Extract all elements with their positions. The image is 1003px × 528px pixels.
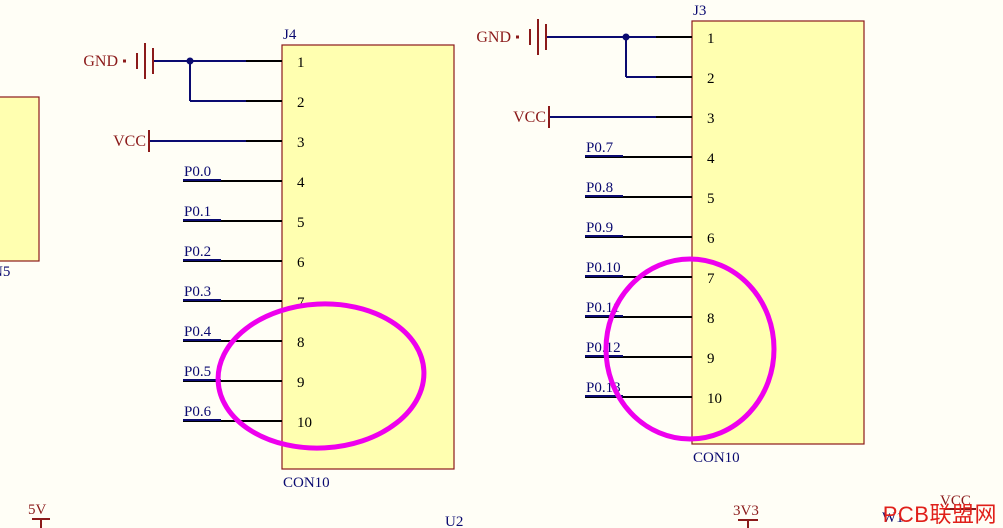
pin-number: 3 bbox=[707, 111, 715, 127]
pin-number: 9 bbox=[297, 375, 305, 391]
partial-connector-left bbox=[0, 96, 40, 262]
gnd-symbol-dot bbox=[123, 59, 126, 63]
label-vcc-bottom: VCC bbox=[940, 493, 971, 509]
vcc-symbol-label: VCC bbox=[113, 133, 146, 150]
net-label: P0.7 bbox=[586, 140, 614, 156]
pin-number: 1 bbox=[707, 31, 715, 47]
pin-number: 8 bbox=[707, 311, 715, 327]
net-label: P0.4 bbox=[184, 324, 212, 340]
gnd-symbol-label: GND bbox=[83, 53, 118, 70]
connector-j3: J3CON1012345678910P0.7P0.8P0.9P0.10P0.11… bbox=[585, 3, 865, 466]
pin-number: 2 bbox=[707, 71, 715, 87]
pin-number: 6 bbox=[707, 231, 715, 247]
net-label: P0.0 bbox=[184, 164, 211, 180]
net-label: P0.8 bbox=[586, 180, 613, 196]
label-w1: W1 bbox=[882, 510, 904, 526]
connector-designator: J4 bbox=[283, 27, 297, 43]
connector-designator: J3 bbox=[693, 3, 706, 19]
connector-part-name: CON10 bbox=[693, 450, 740, 466]
watermark-text: PCB联盟网 bbox=[882, 502, 997, 527]
pin-number: 4 bbox=[297, 175, 305, 191]
pin-number: 2 bbox=[297, 95, 305, 111]
gnd-symbol-label: GND bbox=[476, 29, 511, 46]
highlight-circle bbox=[603, 256, 777, 442]
pin-number: 10 bbox=[297, 415, 312, 431]
pin-number: 8 bbox=[297, 335, 305, 351]
net-label: P0.1 bbox=[184, 204, 211, 220]
net-label: P0.10 bbox=[586, 260, 621, 276]
gnd-symbol-dot bbox=[516, 35, 519, 39]
pin-number: 7 bbox=[707, 271, 715, 287]
pin-number: 6 bbox=[297, 255, 305, 271]
net-label: P0.9 bbox=[586, 220, 613, 236]
net-label: P0.2 bbox=[184, 244, 211, 260]
net-label: P0.6 bbox=[184, 404, 212, 420]
pin-number: 1 bbox=[297, 55, 305, 71]
label-5v: 5V bbox=[28, 502, 47, 518]
connector-body bbox=[691, 20, 865, 445]
partial-connector-left-label: N5 bbox=[0, 264, 10, 280]
pin-number: 4 bbox=[707, 151, 715, 167]
label-3v3: 3V3 bbox=[733, 503, 759, 519]
label-u2: U2 bbox=[445, 514, 463, 528]
net-label: P0.5 bbox=[184, 364, 211, 380]
connector-part-name: CON10 bbox=[283, 475, 330, 491]
pin-number: 10 bbox=[707, 391, 722, 407]
net-label: P0.12 bbox=[586, 340, 621, 356]
highlight-circle bbox=[215, 301, 427, 451]
pin-number: 5 bbox=[297, 215, 305, 231]
vcc-symbol-label: VCC bbox=[513, 109, 546, 126]
pin-number: 5 bbox=[707, 191, 715, 207]
pin-number: 3 bbox=[297, 135, 305, 151]
pin-number: 9 bbox=[707, 351, 715, 367]
pin-number: 7 bbox=[297, 295, 305, 311]
net-label: P0.3 bbox=[184, 284, 211, 300]
connector-body bbox=[281, 44, 455, 470]
